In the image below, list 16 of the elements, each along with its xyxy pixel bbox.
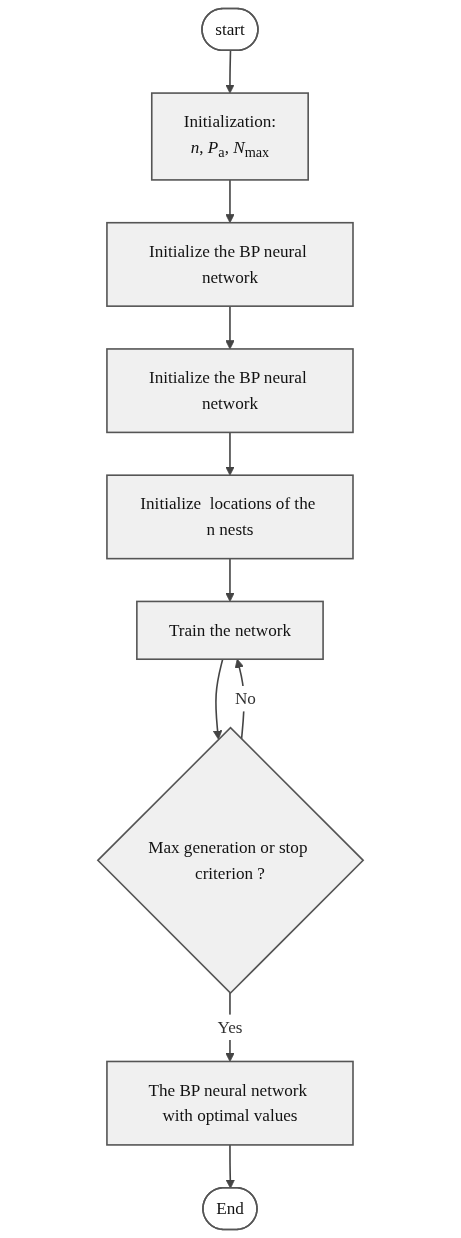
arrow [225, 557, 235, 602]
arrow [225, 1144, 235, 1189]
arrow [225, 305, 235, 350]
arrow [212, 658, 224, 740]
node-box: Initialization: n, P$_{a}$, N$_{max}$ [150, 92, 309, 181]
node-box: Initialize locations of the n nests [106, 474, 354, 560]
node-box: Initialize the BP neural network [106, 348, 354, 434]
node-diamond: Max generation or stop criterion ? [96, 726, 365, 995]
node-box: Initialize the BP neural network [106, 221, 354, 307]
arrow [225, 50, 235, 94]
edge-label: No [234, 689, 256, 708]
node-box: Train the network [136, 600, 324, 660]
node-box: The BP neural network with optimal values [106, 1060, 354, 1146]
arrow [225, 431, 235, 476]
edge-label: Yes [217, 1017, 243, 1036]
arrow [225, 179, 235, 224]
